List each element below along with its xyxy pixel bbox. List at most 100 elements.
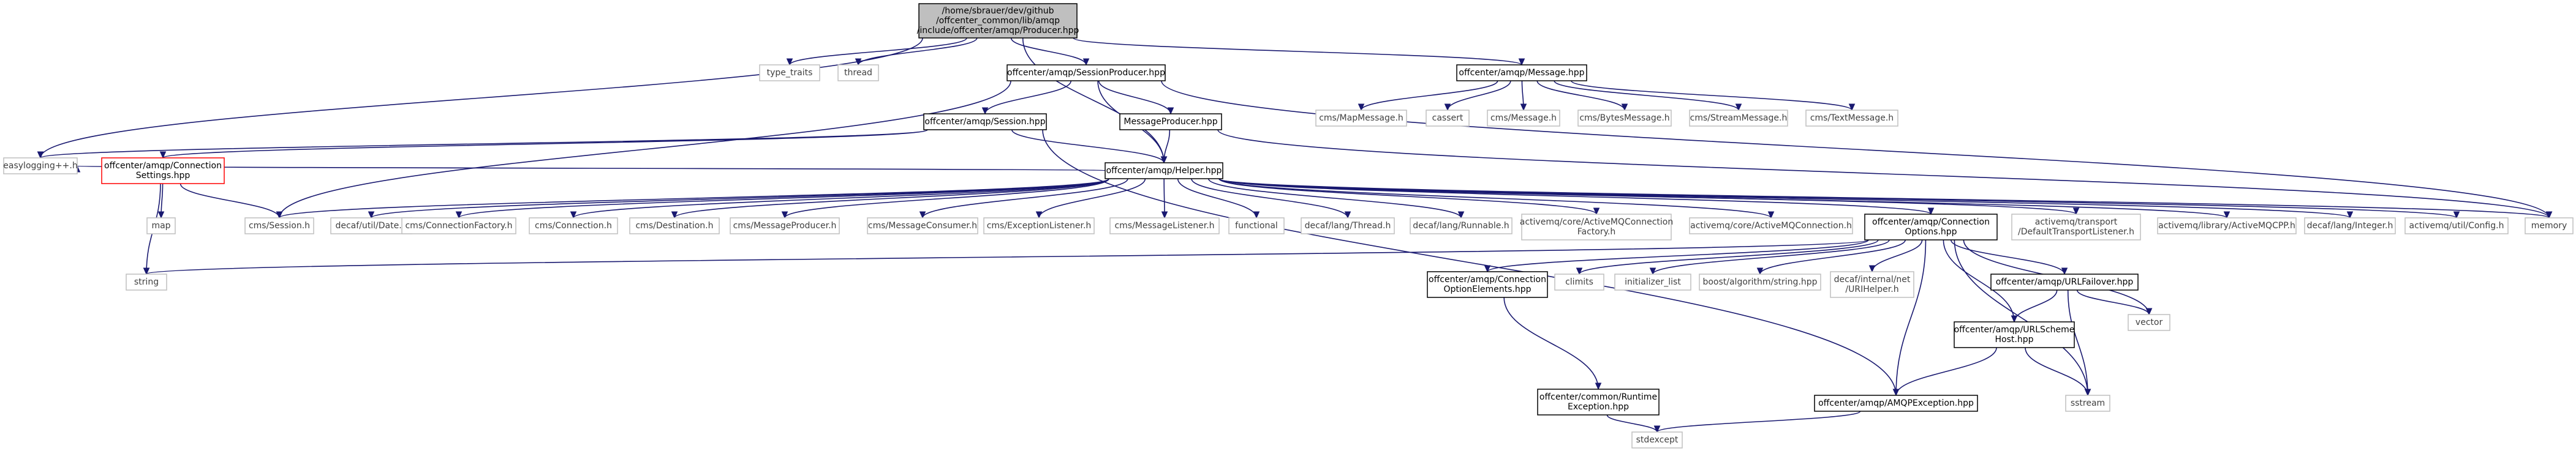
node-box	[1521, 214, 1672, 240]
node-label: decaf/internal/net	[1834, 275, 1911, 285]
node-map-message[interactable]: cms/MapMessage.h	[1315, 110, 1407, 127]
node-boost-string[interactable]: boost/algorithm/string.hpp	[1699, 274, 1821, 291]
node-session-producer[interactable]: offcenter/amqp/SessionProducer.hpp	[1007, 64, 1166, 81]
node-label: offcenter/amqp/SessionProducer.hpp	[1007, 68, 1165, 78]
node-box	[2404, 217, 2509, 234]
node-label: cms/ConnectionFactory.h	[405, 221, 512, 231]
node-string[interactable]: string	[126, 274, 167, 291]
node-vector[interactable]: vector	[2128, 314, 2170, 331]
edge-conn-opt-elements-to-runtime-exc	[1503, 297, 1599, 390]
node-uri-helper[interactable]: decaf/internal/net/URIHelper.h	[1830, 271, 1914, 298]
node-box	[3, 157, 78, 174]
node-cms-session[interactable]: cms/Session.h	[244, 217, 314, 234]
edge-conn-options-to-url-scheme-host	[1943, 239, 2015, 322]
node-label: cassert	[1432, 113, 1464, 123]
node-label: offcenter/amqp/URLFailover.hpp	[1996, 277, 2134, 287]
edge-message-hpp-to-cassert	[1447, 80, 1511, 111]
edge-conn-options-to-url-failover	[1950, 239, 2065, 275]
arrowhead-helper-to-cms-msg-consumer	[919, 211, 926, 219]
edge-session-hpp-to-easylogging	[40, 129, 928, 158]
node-decaf-runnable[interactable]: decaf/lang/Runnable.h	[1410, 217, 1513, 234]
edge-session-producer-to-session-hpp	[984, 80, 1072, 114]
node-thread[interactable]: thread	[837, 64, 879, 81]
node-cms-msg-consumer[interactable]: cms/MessageConsumer.h	[867, 217, 978, 234]
edge-message-producer-to-memory	[1217, 129, 2550, 218]
node-bytes-message[interactable]: cms/BytesMessage.h	[1577, 110, 1672, 127]
edge-conn-options-to-amqp-exception	[1895, 239, 1927, 396]
node-label: MessageProducer.hpp	[1124, 117, 1217, 127]
node-climits[interactable]: climits	[1554, 274, 1604, 291]
node-decaf-thread[interactable]: decaf/lang/Thread.h	[1301, 217, 1395, 234]
node-decaf-integer[interactable]: decaf/lang/Integer.h	[2304, 217, 2396, 234]
node-helper[interactable]: offcenter/amqp/Helper.hpp	[1105, 162, 1223, 179]
node-session-hpp[interactable]: offcenter/amqp/Session.hpp	[923, 113, 1047, 130]
node-box	[1105, 162, 1223, 179]
arrowhead-helper-to-decaf-runnable	[1457, 211, 1465, 219]
node-cassert[interactable]: cassert	[1426, 110, 1470, 127]
node-label: cms/MapMessage.h	[1319, 113, 1403, 123]
node-cms-connection[interactable]: cms/Connection.h	[529, 217, 618, 234]
node-box	[1699, 274, 1821, 291]
node-cms-message[interactable]: cms/Message.h	[1487, 110, 1560, 127]
node-cms-destination[interactable]: cms/Destination.h	[629, 217, 720, 234]
node-amq-conn[interactable]: activemq/core/ActiveMQConnection.h	[1689, 217, 1853, 234]
node-cms-msg-producer[interactable]: cms/MessageProducer.h	[730, 217, 840, 234]
node-label: type_traits	[767, 68, 813, 78]
node-type-traits[interactable]: type_traits	[759, 64, 820, 81]
arrowhead-message-hpp-to-stream-message	[1735, 103, 1742, 111]
node-box	[629, 217, 720, 234]
node-map[interactable]: map	[146, 217, 176, 234]
node-url-failover[interactable]: offcenter/amqp/URLFailover.hpp	[1990, 274, 2139, 291]
node-box	[146, 217, 176, 234]
arrowhead-message-hpp-to-cassert	[1444, 103, 1451, 111]
arrowhead-conn-options-to-init-list	[1649, 267, 1656, 275]
node-amq-config[interactable]: activemq/util/Config.h	[2404, 217, 2509, 234]
node-transport-listener[interactable]: activemq/transport/DefaultTransportListe…	[2011, 214, 2141, 240]
node-amq-cpp[interactable]: activemq/library/ActiveMQCPP.h	[2157, 217, 2297, 234]
node-box	[2128, 314, 2170, 331]
node-msg-listener[interactable]: cms/MessageListener.h	[1109, 217, 1220, 234]
node-box	[923, 113, 1047, 130]
node-label: string	[134, 277, 159, 287]
node-box	[1614, 274, 1691, 291]
node-init-list[interactable]: initializer_list	[1614, 274, 1691, 291]
edge-helper-to-decaf-thread	[1191, 178, 1348, 218]
node-memory[interactable]: memory	[2525, 217, 2574, 234]
node-label: cms/MessageProducer.h	[733, 221, 837, 231]
node-box	[1689, 110, 1788, 127]
node-label: cms/BytesMessage.h	[1579, 113, 1669, 123]
node-box	[1119, 113, 1222, 130]
node-easylogging[interactable]: easylogging++.h	[3, 157, 78, 174]
arrowhead-helper-to-conn-options	[1927, 207, 1935, 215]
node-stdexcept[interactable]: stdexcept	[1631, 431, 1683, 449]
node-producer[interactable]: /home/sbrauer/dev/github/offcenter_commo…	[917, 3, 1079, 39]
node-stream-message[interactable]: cms/StreamMessage.h	[1689, 110, 1788, 127]
node-conn-factory[interactable]: cms/ConnectionFactory.h	[401, 217, 516, 234]
edge-helper-to-conn-factory	[458, 178, 1109, 218]
node-functional[interactable]: functional	[1228, 217, 1285, 234]
node-label: /URIHelper.h	[1845, 285, 1898, 294]
node-exc-listener[interactable]: cms/ExceptionListener.h	[983, 217, 1095, 234]
node-label: decaf/util/Date.h	[335, 221, 407, 231]
edge-helper-to-conn-options	[1218, 178, 1932, 215]
edge-helper-to-functional	[1177, 178, 1257, 218]
node-sstream[interactable]: sstream	[2065, 395, 2110, 412]
node-text-message[interactable]: cms/TextMessage.h	[1805, 110, 1898, 127]
arrowhead-message-hpp-to-map-message	[1358, 103, 1365, 111]
node-box	[401, 217, 516, 234]
node-message-producer[interactable]: MessageProducer.hpp	[1119, 113, 1222, 130]
node-decaf-date[interactable]: decaf/util/Date.h	[330, 217, 412, 234]
node-box	[1814, 395, 1978, 412]
edge-session-producer-to-message-producer	[1098, 80, 1171, 114]
node-conn-opt-elements[interactable]: offcenter/amqp/ConnectionOptionElements.…	[1427, 271, 1548, 298]
arrowhead-helper-to-exc-listener	[1035, 211, 1043, 219]
node-box	[759, 64, 820, 81]
node-message-hpp[interactable]: offcenter/amqp/Message.hpp	[1456, 64, 1587, 81]
node-amq-conn-factory[interactable]: activemq/core/ActiveMQConnectionFactory.…	[1520, 214, 1673, 240]
node-amqp-exception[interactable]: offcenter/amqp/AMQPException.hpp	[1814, 395, 1978, 412]
